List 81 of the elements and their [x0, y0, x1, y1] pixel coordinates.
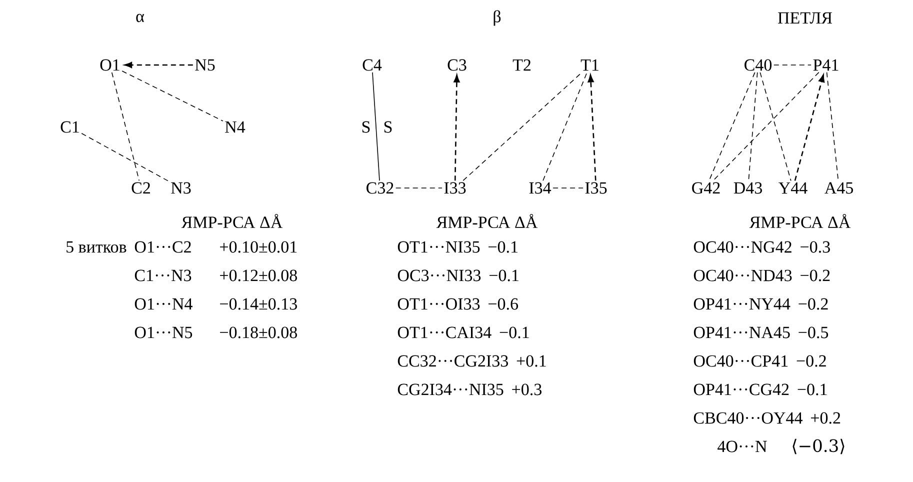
residue-label: P41 [813, 59, 838, 71]
table-cell: −0.1 [490, 270, 518, 282]
table-cell: OT1···CAI34 [398, 326, 492, 338]
table-cell: OP41···CG42 [694, 384, 789, 396]
residue-label: N4 [225, 121, 246, 133]
arrow [124, 62, 193, 68]
panel-title: α [136, 14, 144, 22]
table-cell: OC3···NI33 [398, 270, 481, 282]
table-cell: −0.2 [800, 270, 830, 282]
table-cell: −0.3 [800, 241, 830, 253]
sulfur-label: S [362, 121, 370, 133]
table-cell: +0.2 [811, 412, 840, 424]
table-cell: OT1···NI35 [398, 241, 480, 253]
table-cell: O1···C2 [134, 241, 191, 253]
table-cell: OC40···CP41 [694, 355, 788, 367]
contact-line [462, 72, 582, 181]
table-cell: OC40···ND43 [694, 270, 792, 282]
table-cell: OP41···NY44 [694, 298, 790, 310]
residue-label: I33 [444, 182, 466, 194]
panel-title: ПЕТЛЯ [778, 12, 832, 24]
table-cell: O1···N5 [134, 326, 192, 338]
residue-label: G42 [692, 182, 720, 194]
residue-label: Y44 [778, 182, 808, 194]
table-cell: +0.10±0.01 [220, 241, 297, 253]
residue-label: D43 [734, 182, 762, 194]
table-cell: CG2I34···NI35 [398, 384, 504, 396]
contact-line [760, 72, 792, 182]
contact-line [748, 72, 758, 181]
table-header: ЯМР-РСА ΔÅ [749, 214, 851, 228]
table-cell: −0.2 [798, 298, 828, 310]
table-cell: CBC40···OY44 [694, 412, 802, 424]
table-cell: OC40···NG42 [694, 241, 792, 253]
table-cell: −0.6 [488, 298, 518, 310]
table-cell: −0.5 [798, 326, 828, 338]
residue-label: C3 [448, 59, 466, 71]
table-cell: OT1···OI33 [398, 298, 480, 310]
table-cell: −0.18±0.08 [220, 326, 297, 338]
table-cell: −0.14±0.13 [220, 298, 297, 310]
table-header: ЯМР-РСА ΔÅ [181, 214, 283, 228]
table-cell: −0.2 [796, 355, 826, 367]
table-header: ЯМР-РСА ΔÅ [436, 214, 538, 228]
residue-label: C40 [744, 59, 772, 71]
contact-line [542, 72, 588, 181]
residue-label: T1 [580, 59, 598, 71]
table-cell: −0.1 [500, 326, 529, 338]
panel-title: β [494, 10, 501, 26]
contact-line [708, 72, 756, 181]
residue-label: C2 [132, 182, 150, 194]
table-cell: 4O···N [718, 440, 767, 452]
table-cell: ⟨−0.3⟩ [792, 438, 844, 454]
contact-line [826, 72, 839, 182]
arrow [588, 74, 596, 181]
contact-line [773, 64, 812, 66]
contact-line [111, 72, 140, 181]
residue-label: C4 [362, 59, 382, 71]
residue-label: T2 [512, 59, 530, 71]
table-cell: OP41···NA45 [694, 326, 790, 338]
table-cell: +0.1 [516, 355, 546, 367]
table-cell: −0.1 [488, 241, 518, 253]
table-cell: C1···N3 [134, 270, 192, 282]
residue-label: N5 [195, 59, 215, 71]
residue-label: N3 [171, 182, 191, 194]
table-cell: +0.12±0.08 [220, 270, 297, 282]
table-cell: −0.1 [798, 384, 827, 396]
residue-label: I34 [529, 182, 552, 194]
row-label: 5 витков [66, 241, 126, 253]
residue-label: A45 [824, 182, 853, 194]
sulfur-label: S [384, 121, 392, 133]
contact-line [372, 72, 380, 181]
contact-line [712, 72, 820, 181]
contact-line [122, 70, 224, 122]
residue-label: O1 [100, 59, 120, 71]
residue-label: C32 [366, 182, 394, 194]
residue-label: C1 [60, 121, 79, 133]
table-cell: CC32···CG2I33 [398, 355, 508, 367]
table-cell: +0.3 [512, 384, 542, 396]
residue-label: I35 [585, 182, 607, 194]
contact-line [81, 132, 170, 182]
table-cell: O1···N4 [134, 298, 192, 310]
arrow [454, 74, 460, 181]
arrow [794, 74, 825, 181]
